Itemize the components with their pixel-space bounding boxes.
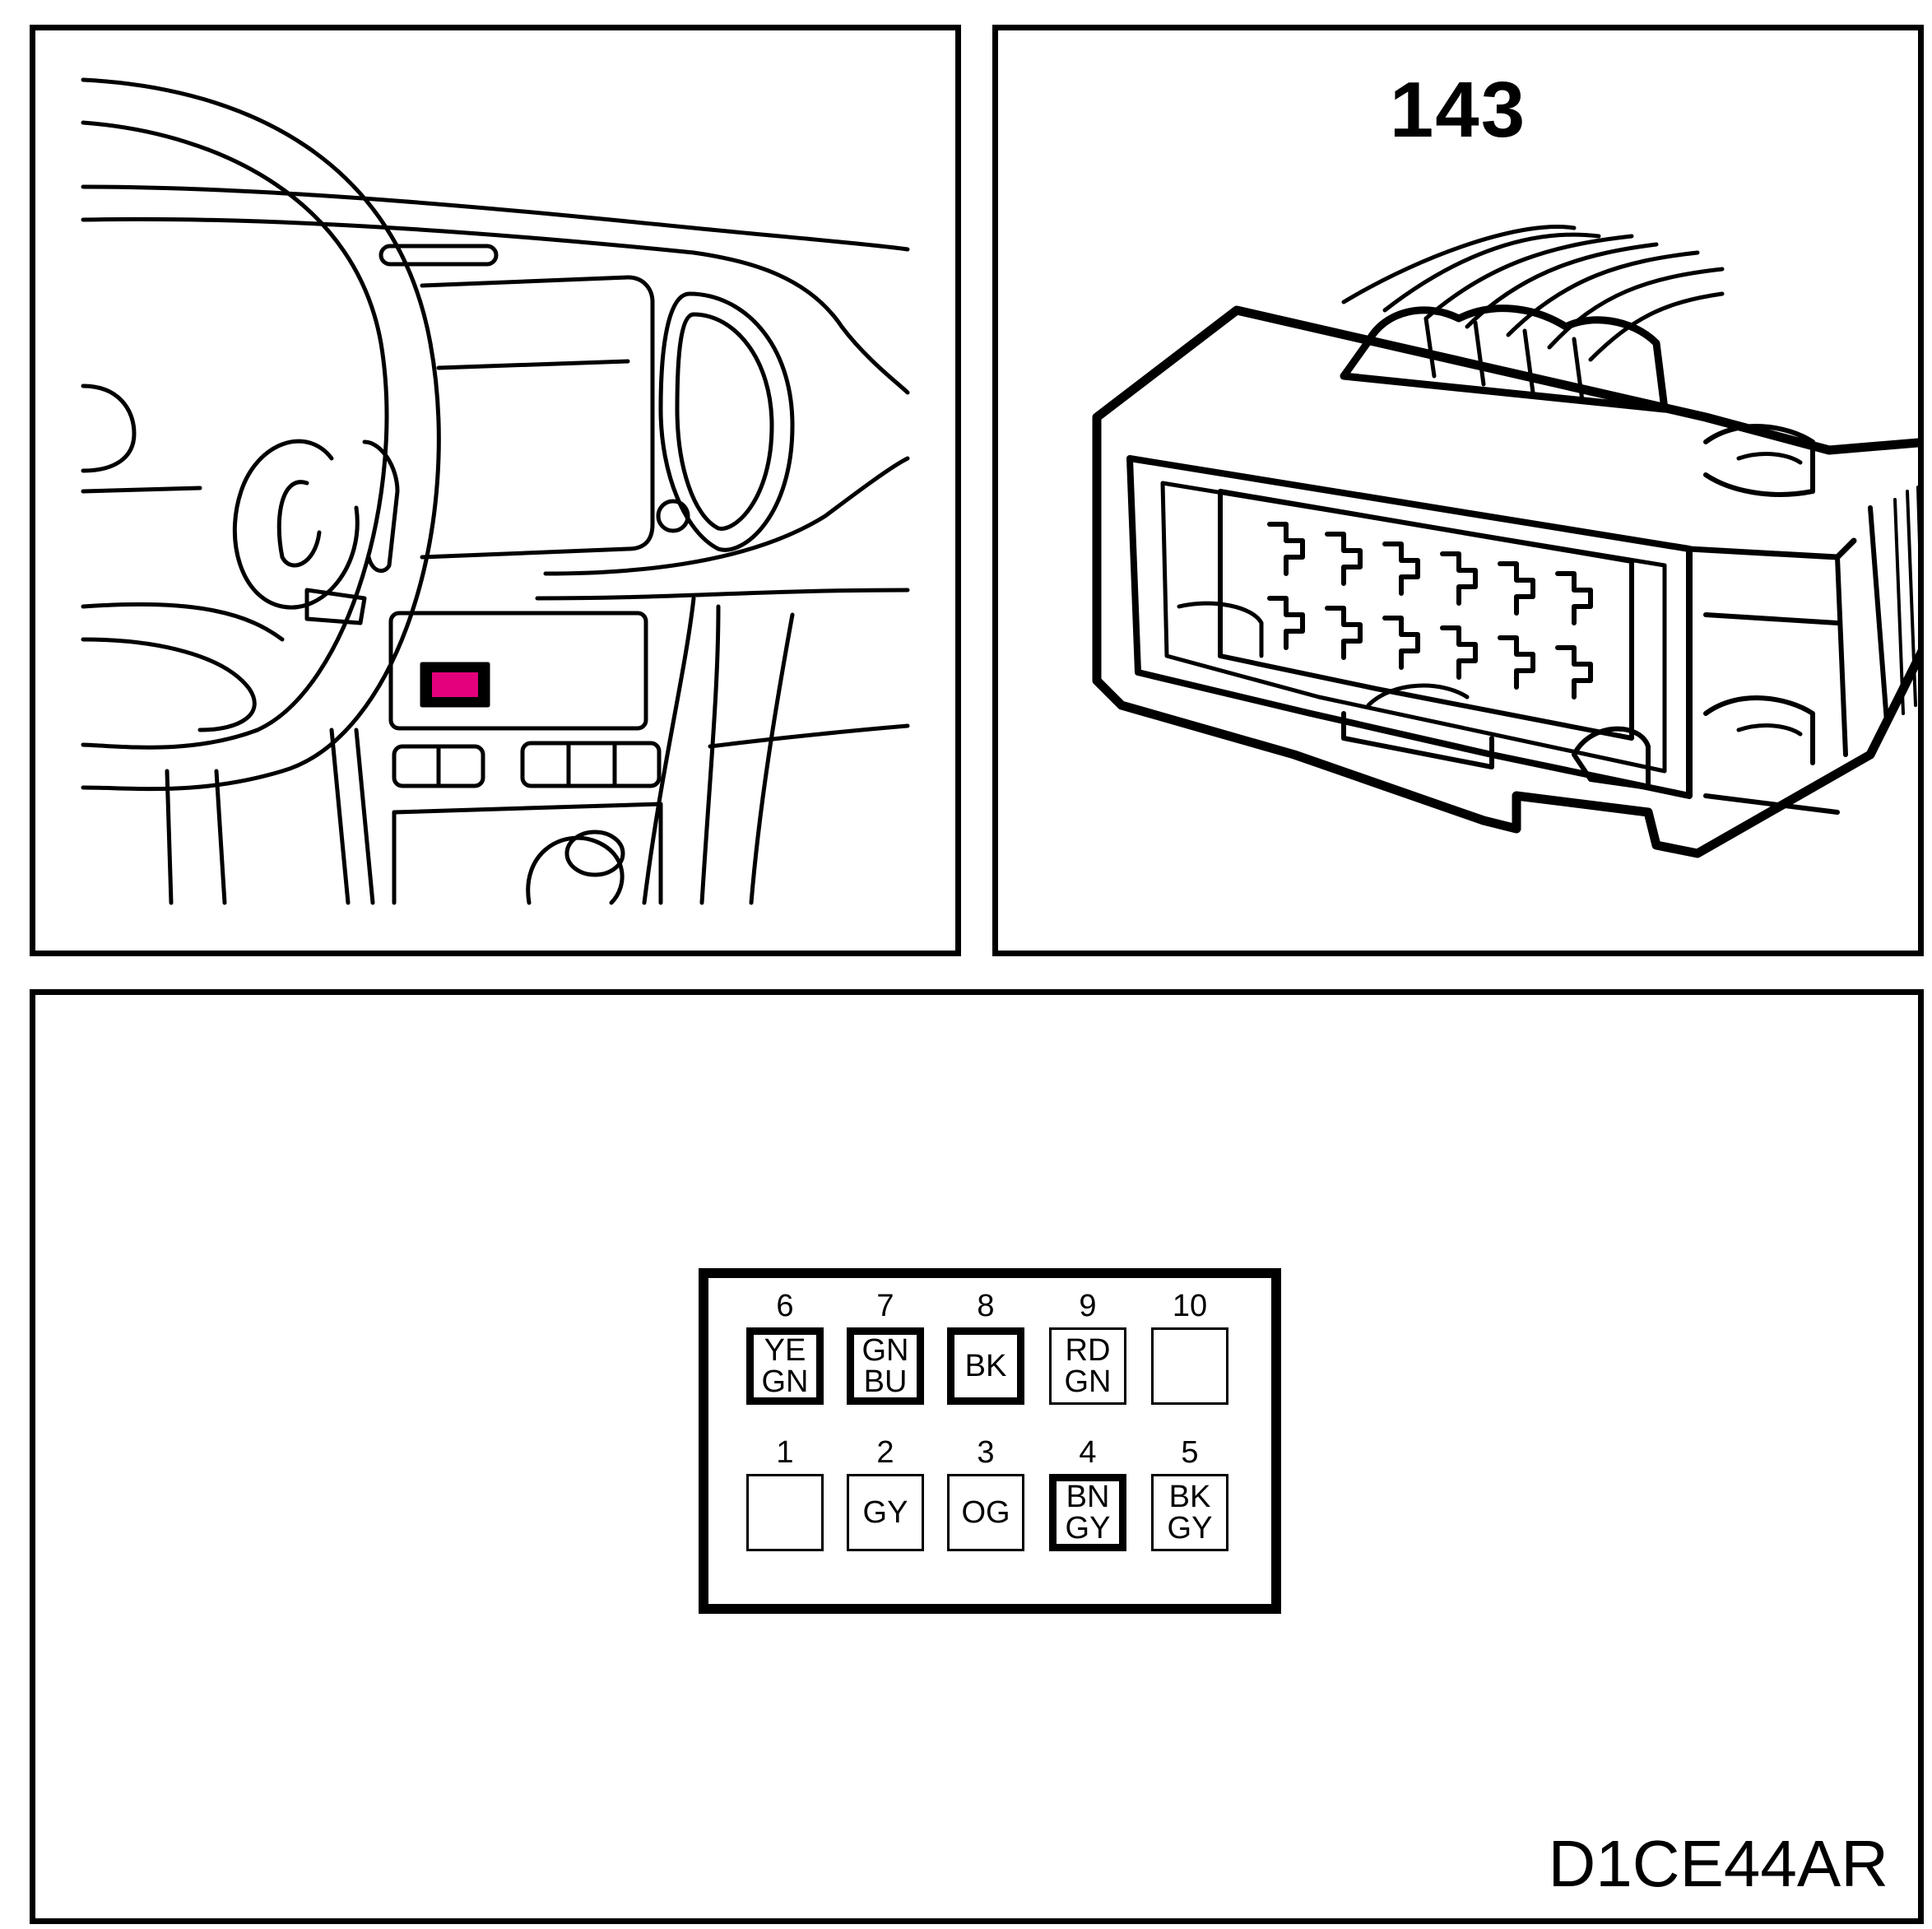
dashboard-locator-panel bbox=[30, 25, 961, 956]
connector-illustration bbox=[1092, 224, 1918, 858]
wire-color-code: OG bbox=[961, 1495, 1010, 1530]
pin-number: 4 bbox=[1079, 1435, 1097, 1470]
pin-cavity: GY bbox=[847, 1474, 924, 1551]
wire-color-code: YE bbox=[764, 1333, 806, 1368]
pin-number: 5 bbox=[1181, 1435, 1199, 1470]
connector-number: 143 bbox=[1389, 66, 1527, 154]
pin-cavity: BK bbox=[947, 1327, 1024, 1405]
pin-number: 6 bbox=[776, 1289, 794, 1323]
pin-number: 1 bbox=[776, 1435, 794, 1470]
wire-color-code: BU bbox=[863, 1364, 908, 1399]
wire-color-code: RD bbox=[1065, 1333, 1111, 1368]
wire-color-code: BK bbox=[964, 1349, 1007, 1383]
pin-number: 7 bbox=[876, 1289, 894, 1323]
pin-number: 8 bbox=[977, 1289, 995, 1323]
wire-color-code: BN bbox=[1066, 1480, 1110, 1514]
wire-color-code: BK bbox=[1168, 1480, 1211, 1514]
pin-number: 3 bbox=[977, 1435, 995, 1470]
pin-cavity: OG bbox=[947, 1474, 1024, 1551]
pin-number: 10 bbox=[1172, 1289, 1208, 1323]
wire-color-code: GY bbox=[1167, 1511, 1213, 1546]
connector-view-panel: 143 bbox=[992, 25, 1924, 956]
wire-color-code: GN bbox=[761, 1364, 809, 1399]
pin-number: 9 bbox=[1079, 1289, 1097, 1323]
connector-location-marker bbox=[432, 672, 478, 697]
wire-color-code: GY bbox=[1065, 1511, 1111, 1546]
dashboard-illustration bbox=[81, 77, 910, 905]
reference-code: D1CE44AR bbox=[1548, 1827, 1888, 1900]
pin-number: 2 bbox=[876, 1435, 894, 1470]
wire-color-code: GN bbox=[862, 1333, 909, 1368]
pin-cavity bbox=[1151, 1327, 1228, 1405]
pin-cavity bbox=[746, 1474, 824, 1551]
wire-color-code: GN bbox=[1064, 1364, 1112, 1399]
wire-color-code: GY bbox=[862, 1495, 908, 1530]
